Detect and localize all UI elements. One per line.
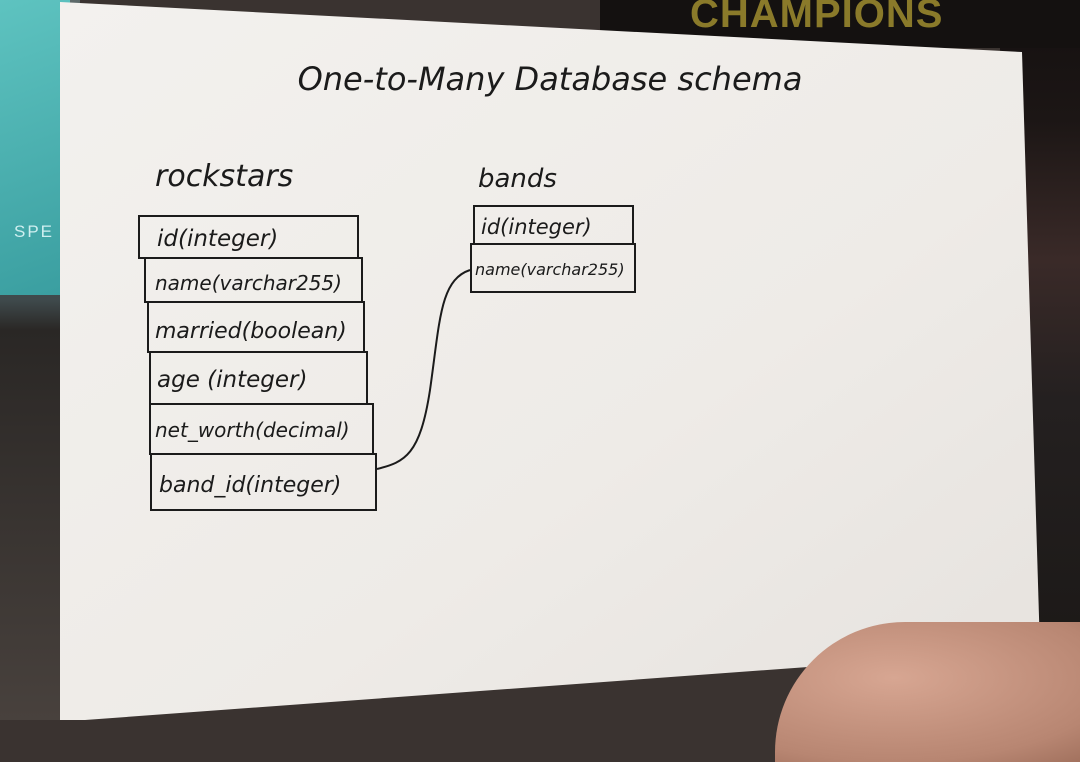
field-age: age (integer) (157, 367, 307, 393)
banner-text: CHAMPIONS (690, 0, 944, 36)
schema-paper: One-to-Many Database schema rockstars id… (60, 2, 1040, 720)
field-id: id(integer) (157, 226, 278, 252)
field-name: name(varchar255) (155, 271, 342, 295)
wall-poster: SPE (0, 0, 70, 295)
field-married: married(boolean) (155, 319, 347, 344)
table-name-rockstars: rockstars (155, 159, 293, 194)
table-row (470, 243, 636, 293)
field-bands-id: id(integer) (481, 215, 592, 239)
poster-text: SPE (14, 222, 55, 241)
relationship-line (376, 269, 471, 470)
table-bands (470, 205, 636, 293)
paper-sheet (60, 2, 1040, 720)
table-row (150, 453, 377, 511)
field-bands-name: name(varchar255) (475, 260, 625, 279)
field-band-id: band_id(integer) (159, 473, 341, 498)
field-net-worth: net_worth(decimal) (155, 418, 350, 442)
diagram-title: One-to-Many Database schema (298, 60, 803, 98)
table-rockstars (138, 215, 377, 511)
table-name-bands: bands (478, 164, 557, 194)
